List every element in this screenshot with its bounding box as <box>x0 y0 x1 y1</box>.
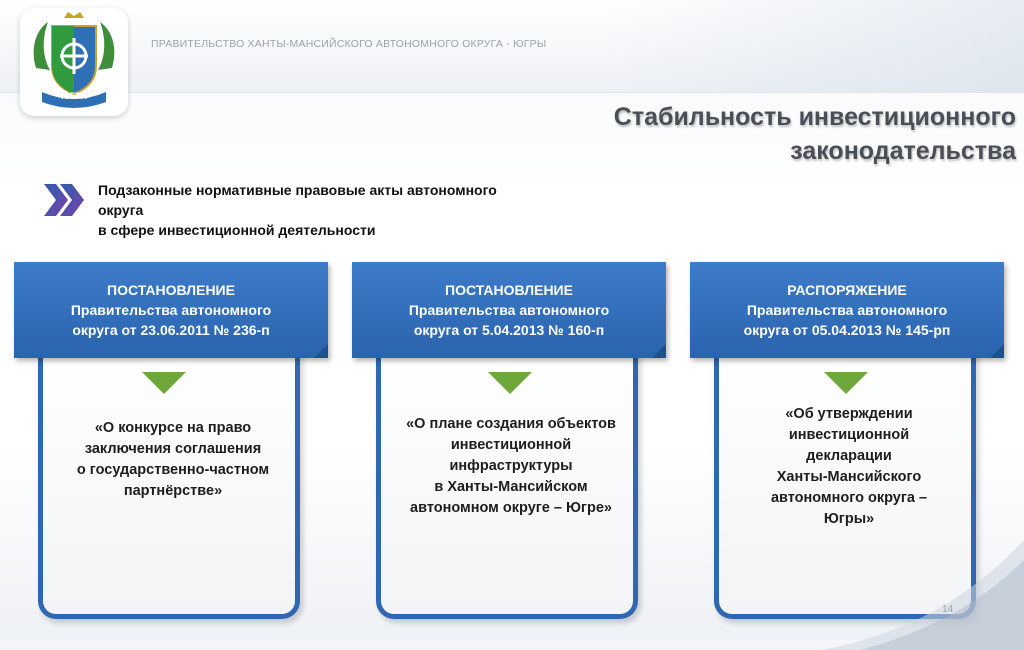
page-number: 14 <box>942 604 954 615</box>
document-title: «Об утверждении инвестиционной деклараци… <box>714 404 984 530</box>
card-header: РАСПОРЯЖЕНИЕ Правительства автономного о… <box>690 262 1004 358</box>
document-issuer: Правительства автономного <box>408 302 610 318</box>
subtitle-line2: в сфере инвестиционной деятельности <box>98 222 376 238</box>
card-header: ПОСТАНОВЛЕНИЕ Правительства автономного … <box>14 262 328 358</box>
document-title: «О плане создания объектов инвестиционно… <box>376 414 646 519</box>
document-title-line: инвестиционной <box>450 437 572 453</box>
document-type: РАСПОРЯЖЕНИЕ <box>787 282 907 298</box>
document-date-number: округа от 23.06.2011 № 236-п <box>72 322 270 338</box>
document-title-line: инвестиционной <box>788 427 910 443</box>
down-triangle-icon <box>824 372 868 394</box>
emblem-logo <box>20 8 128 116</box>
document-title-line: «Об утверждении <box>785 406 913 422</box>
document-title-line: инфраструктуры <box>449 458 573 474</box>
document-issuer: Правительства автономного <box>746 302 948 318</box>
document-date-number: округа от 5.04.2013 № 160-п <box>413 322 605 338</box>
down-triangle-icon <box>142 372 186 394</box>
document-issuer: Правительства автономного <box>70 302 272 318</box>
emblem-ribbon-text: ЮГРА <box>60 91 88 101</box>
document-type: ПОСТАНОВЛЕНИЕ <box>445 282 573 298</box>
document-title-line: Югры» <box>823 511 875 527</box>
document-title-line: «О конкурсе на право <box>94 420 252 436</box>
document-type: ПОСТАНОВЛЕНИЕ <box>107 282 235 298</box>
document-date-number: округа от 05.04.2013 № 145-рп <box>743 322 951 338</box>
subtitle-line1: Подзаконные нормативные правовые акты ав… <box>98 182 497 218</box>
card-body <box>38 342 300 619</box>
document-card-3: РАСПОРЯЖЕНИЕ Правительства автономного о… <box>690 262 1004 622</box>
page-title-line1: Стабильность инвестиционного <box>613 103 1016 131</box>
down-triangle-icon <box>488 372 532 394</box>
card-header: ПОСТАНОВЛЕНИЕ Правительства автономного … <box>352 262 666 358</box>
document-title-line: «О плане создания объектов <box>406 416 616 432</box>
document-title-line: в Ханты-Мансийском <box>434 479 588 495</box>
page-title: Стабильность инвестиционного законодател… <box>456 100 1016 168</box>
document-card-1: ПОСТАНОВЛЕНИЕ Правительства автономного … <box>14 262 328 622</box>
header-band <box>0 0 1024 93</box>
document-title-line: декларации <box>806 448 892 464</box>
government-title: ПРАВИТЕЛЬСТВО ХАНТЫ-МАНСИЙСКОГО АВТОНОМН… <box>151 38 547 50</box>
document-title-line: автономном округе – Югре» <box>410 500 612 516</box>
document-title-line: о государственно-частном <box>76 462 270 478</box>
document-card-2: ПОСТАНОВЛЕНИЕ Правительства автономного … <box>352 262 666 622</box>
section-subtitle: Подзаконные нормативные правовые акты ав… <box>98 180 518 240</box>
page-title-line2: законодательства <box>790 137 1016 165</box>
document-title: «О конкурсе на право заключения соглашен… <box>38 418 308 502</box>
decorative-swoosh <box>820 540 1024 650</box>
document-title-line: Ханты-Мансийского <box>776 469 922 485</box>
document-title-line: автономного округа – <box>770 490 928 506</box>
document-title-line: партнёрстве» <box>123 483 223 499</box>
document-title-line: заключения соглашения <box>84 441 262 457</box>
double-chevron-icon <box>44 184 84 216</box>
